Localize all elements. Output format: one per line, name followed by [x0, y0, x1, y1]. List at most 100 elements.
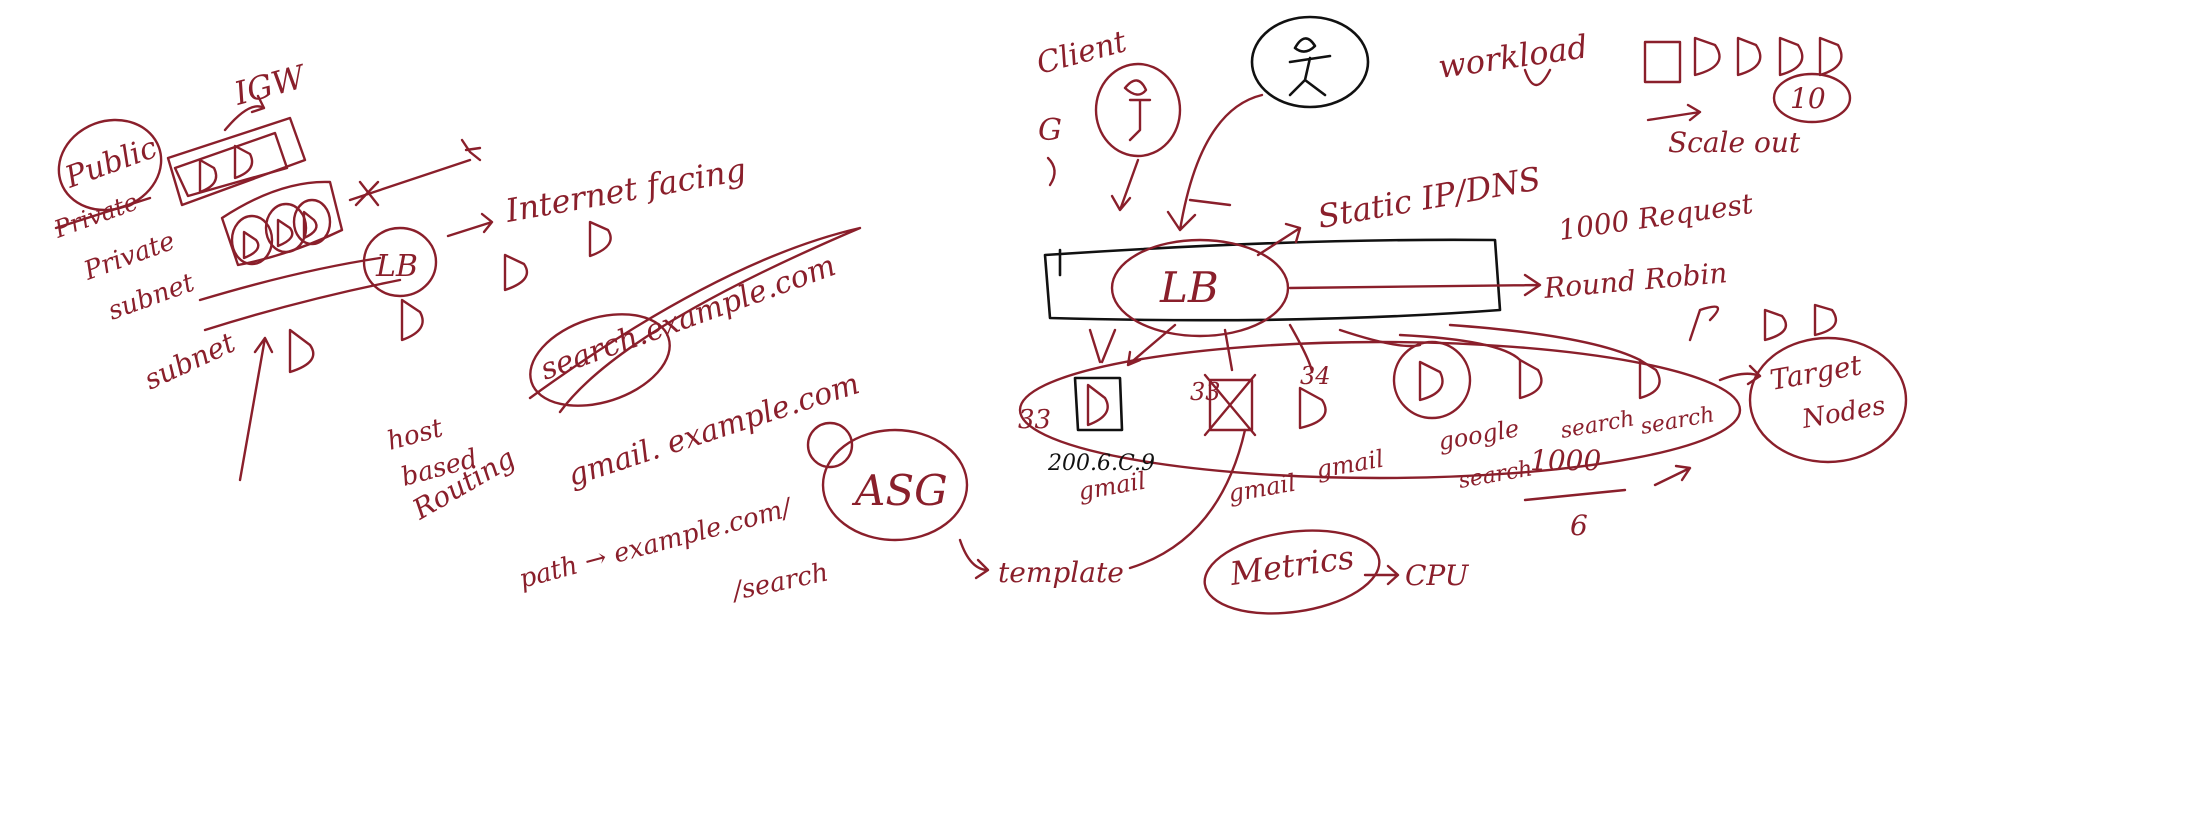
cpu-label: CPU [1405, 559, 1470, 592]
subnet-band [198, 256, 402, 332]
node-icon [503, 253, 529, 292]
target-label-1: Target [1767, 348, 1864, 397]
arrow-static-ip [1256, 222, 1302, 257]
search-label-1: search [1559, 406, 1637, 444]
search-label-3: search [1457, 456, 1535, 494]
strike-line [54, 196, 152, 230]
num-6: 6 [1570, 509, 1588, 542]
num-34: 34 [1300, 362, 1331, 390]
node-icon [1638, 358, 1661, 400]
fraction-bar [1523, 488, 1627, 502]
search-label-2: search [1639, 402, 1717, 440]
template-label: template [998, 556, 1124, 589]
link [1223, 328, 1234, 372]
arrow-round-robin [1288, 273, 1542, 297]
g-label: G [1038, 113, 1062, 148]
private-node-circle [230, 214, 274, 266]
blocked-route [348, 158, 472, 207]
lb-circle [362, 226, 438, 298]
request-label: 1000 Request [1556, 187, 1755, 247]
template-link [1128, 428, 1247, 570]
public-subnet-inner-box [173, 131, 289, 198]
arrow-client-lb [1110, 158, 1140, 212]
arrow-internet [446, 212, 494, 238]
path-circle [806, 421, 854, 469]
host-label-1: host [384, 413, 447, 457]
node-icon [1298, 386, 1327, 430]
ip-label: 200.6.C.9 [1047, 451, 1155, 476]
node-icon [1763, 308, 1788, 342]
search-circle [529, 313, 671, 407]
node-icon [400, 298, 424, 342]
node-icon [242, 230, 260, 260]
internet-icon [460, 138, 482, 162]
arrow-template [958, 538, 990, 580]
target-label-2: Nodes [1799, 391, 1888, 435]
distribution-lines [1288, 323, 1642, 374]
num-33a: 33 [1018, 405, 1051, 435]
lb-label-center: LB [1159, 263, 1219, 312]
node-icon [1086, 383, 1109, 427]
metrics-circle [1203, 529, 1381, 615]
public-subnet-box [166, 116, 307, 207]
node-icon [233, 144, 254, 180]
arrow-scale [1646, 103, 1702, 122]
workload-node [1643, 40, 1682, 84]
metrics-label: Metrics [1227, 538, 1357, 593]
scale-out-label: Scale out [1668, 126, 1801, 159]
public-label: Public [60, 130, 162, 196]
bracket [1688, 305, 1720, 342]
ten-label: 10 [1790, 82, 1826, 115]
failed-node [1203, 373, 1257, 437]
lb-band [1043, 238, 1502, 322]
search-outline [528, 226, 862, 414]
num-33b: 33 [1190, 378, 1221, 406]
arrow-to-igw [223, 94, 266, 132]
slash-search-label: /search [727, 557, 831, 607]
google-node-circle [1392, 340, 1472, 420]
num-1000: 1000 [1530, 444, 1601, 477]
node-icon [276, 218, 294, 248]
igw-label: IGW [229, 57, 311, 113]
workload-label: workload [1436, 27, 1590, 86]
round-robin-label: Round Robin [1542, 256, 1729, 305]
node-icon [198, 158, 218, 194]
ten-circle [1772, 72, 1852, 124]
node-box [1073, 376, 1124, 432]
node-icon [1418, 360, 1444, 402]
client-label: Client [1033, 24, 1131, 82]
arrow-right [1653, 464, 1692, 487]
node-icon [588, 220, 612, 258]
workload-node [1736, 36, 1762, 77]
private-node-circle [264, 202, 308, 254]
google-label: google [1436, 414, 1521, 456]
asg-label: ASG [851, 466, 948, 515]
static-ip-label: Static IP/DNS [1315, 159, 1544, 236]
workload-mark [1523, 68, 1552, 87]
arrow-up [238, 336, 274, 482]
node-icon [288, 328, 315, 374]
gmail-url-label: gmail. example.com [564, 366, 864, 493]
asg-circle [821, 428, 969, 542]
workload-node [1778, 36, 1804, 77]
arrow-user-lb [1166, 93, 1264, 232]
arrow-to-node [1126, 323, 1177, 367]
node-icon [1518, 358, 1543, 400]
arrow-cpu [1363, 564, 1400, 586]
private-subnet-label-2: subnet [104, 268, 199, 327]
search-url-label: search.example.com [536, 248, 841, 387]
private-node-circle [292, 198, 332, 246]
user-icon [1288, 37, 1332, 97]
gmail-label-2: gmail [1226, 469, 1298, 508]
g-mark [1046, 156, 1056, 187]
arrow-down [1088, 328, 1117, 364]
node-icon [302, 210, 318, 240]
internet-facing-label: Internet facing [502, 150, 749, 230]
target-nodes-circle [1748, 336, 1908, 464]
subnet-label: subnet [139, 325, 241, 396]
node-icon [1813, 303, 1838, 337]
client-icon [1123, 79, 1152, 142]
lb-circle [1110, 238, 1290, 338]
user-circle [1250, 15, 1370, 109]
